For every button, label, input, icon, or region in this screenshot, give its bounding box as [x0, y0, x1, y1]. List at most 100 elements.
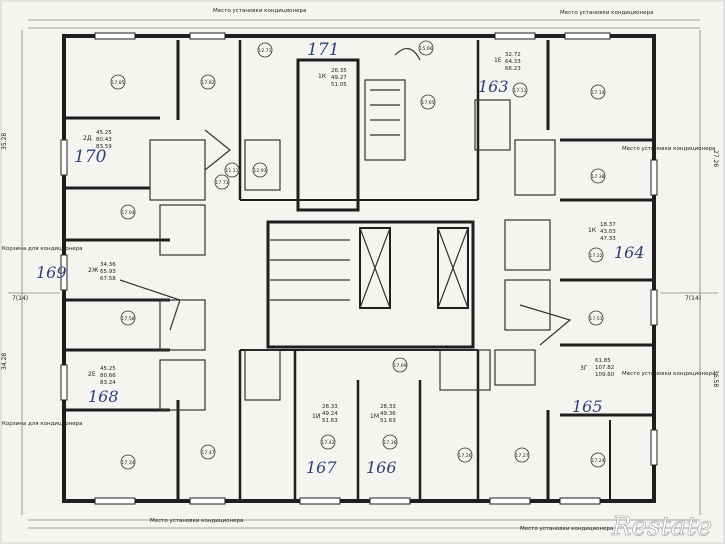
inner-walls: [119, 48, 572, 411]
room-area-circle: [200, 444, 216, 460]
area-with-balcony: 51.63: [322, 418, 338, 424]
room-area-value: 17.38: [591, 174, 604, 180]
area-living: 18.37: [600, 222, 616, 228]
apartment-number: 171: [307, 40, 339, 60]
apartment-type: 1К: [318, 73, 327, 80]
axis-label-left: 7(14): [12, 295, 28, 302]
room-area-value: 17.24: [591, 458, 604, 464]
apartment-number: 166: [366, 458, 397, 477]
apartment-type: 1К: [588, 227, 597, 234]
room-area-circle: [200, 74, 216, 90]
room-area-circle: [224, 162, 240, 178]
room-area-circle: [514, 447, 530, 463]
room-area-circle: [588, 247, 604, 263]
apartment-type: 3Г: [580, 365, 588, 372]
apartment-167: 167 1И 28.33 49.24 51.63: [306, 404, 338, 477]
area-living: 26.35: [331, 68, 347, 74]
room-area-circle: [120, 310, 136, 326]
area-living: 32.72: [505, 52, 521, 58]
room-area-value: 17.47: [201, 450, 214, 456]
area-with-balcony: 66.23: [505, 66, 521, 72]
area-total: 49.27: [331, 75, 347, 81]
room-area-circle: [392, 357, 408, 373]
area-total: 80.43: [96, 137, 112, 143]
room-area-circle: [214, 174, 230, 190]
room-area-value: 17.82: [201, 80, 214, 86]
apartment-165: 165 3Г 61.85 107.82 109.60: [572, 358, 615, 416]
area-living: 28.33: [380, 404, 396, 410]
room-area-circle: [590, 452, 606, 468]
room-area-value: 17.36: [383, 440, 396, 446]
area-living: 28.33: [322, 404, 338, 410]
room-area-value: 17.51: [589, 316, 602, 322]
apartment-166: 166 1М 28.33 49.36 51.63: [366, 404, 397, 477]
room-area-circle: [420, 94, 436, 110]
apartment-type: 2Е: [88, 371, 96, 378]
area-living: 34.36: [100, 262, 116, 268]
apartment-170: 170 2Д 45.25 80.43 83.59: [74, 130, 112, 167]
area-living: 61.85: [595, 358, 611, 364]
apartment-type: 2Д: [83, 135, 92, 142]
ac-note-left-2: Корзина для кондиционера: [2, 421, 83, 427]
room-area-circle: [588, 310, 604, 326]
room-area-value: 17.34: [121, 460, 134, 466]
apartment-171: 171 1К 26.35 49.27 51.05: [307, 40, 347, 88]
room-area-circle: [120, 204, 136, 220]
room-area-circle: [590, 84, 606, 100]
apartment-number: 163: [478, 77, 509, 96]
apartment-163: 163 1Е 32.72 64.33 66.23: [478, 52, 521, 96]
apartment-164: 164 1К 18.37 43.03 47.33: [588, 222, 645, 262]
area-living: 45.25: [100, 366, 116, 372]
axis-lines: [8, 19, 718, 529]
apartment-type: 1И: [312, 413, 320, 420]
room-area-value: 15.66: [419, 46, 432, 52]
area-total: 65.93: [100, 269, 116, 275]
ac-note-left-1: Корзина для кондиционера: [2, 246, 83, 252]
room-area-circle: [110, 74, 126, 90]
room-area-value: 17.22: [589, 253, 602, 259]
apartment-number: 164: [614, 243, 645, 262]
room-area-circle: [320, 434, 336, 450]
room-area-circle: [382, 434, 398, 450]
room-area-value: 17.27: [515, 453, 528, 459]
dim-left-1: 35.28: [1, 133, 8, 150]
apartment-type: 1Е: [494, 57, 502, 64]
room-area-value: 17.04: [121, 210, 134, 216]
ac-note-bottom-right: Место установки кондиционера: [520, 526, 613, 532]
dim-left-2: 34.28: [1, 353, 8, 370]
apartment-type: 1М: [370, 413, 379, 420]
apartment-number: 168: [88, 387, 119, 406]
room-area-value: 11.11: [225, 168, 238, 174]
apartment-type: 2Ж: [88, 267, 99, 274]
room-area-value: 12.93: [253, 168, 266, 174]
watermark-logo: Restate: [611, 512, 712, 542]
room-area-value: 12.71: [258, 48, 271, 54]
apartment-number: 169: [36, 263, 67, 282]
apartment-number: 165: [572, 397, 603, 416]
room-area-circle: [590, 168, 606, 184]
room-area-value: 17.85: [111, 80, 124, 86]
area-with-balcony: 51.05: [331, 82, 347, 88]
dim-right-1: 27.26: [712, 150, 719, 167]
ac-note-right-2: Место установки кондиционера: [622, 371, 715, 377]
area-with-balcony: 47.33: [600, 236, 616, 242]
room-area-circle: [120, 454, 136, 470]
room-area-circle: [257, 42, 273, 58]
windows: [60, 32, 658, 505]
area-with-balcony: 51.63: [380, 418, 396, 424]
apartment-169: 169 2Ж 34.36 65.93 67.58: [36, 262, 116, 282]
room-area-value: 17.14: [591, 90, 604, 96]
ac-note-top-right: Место установки кондиционера: [560, 10, 653, 16]
room-area-circle: [252, 162, 268, 178]
area-total: 49.24: [322, 411, 338, 417]
area-living: 45.25: [96, 130, 112, 136]
ac-note-right-1: Место установки кондиционера: [622, 146, 715, 152]
area-with-balcony: 109.60: [595, 372, 615, 378]
axis-label-right: 7(14): [685, 295, 701, 302]
area-with-balcony: 67.58: [100, 276, 116, 282]
ac-note-top-left: Место установки кондиционера: [213, 8, 306, 14]
room-area-circle: [418, 40, 434, 56]
room-area-value: 17.58: [121, 316, 134, 322]
